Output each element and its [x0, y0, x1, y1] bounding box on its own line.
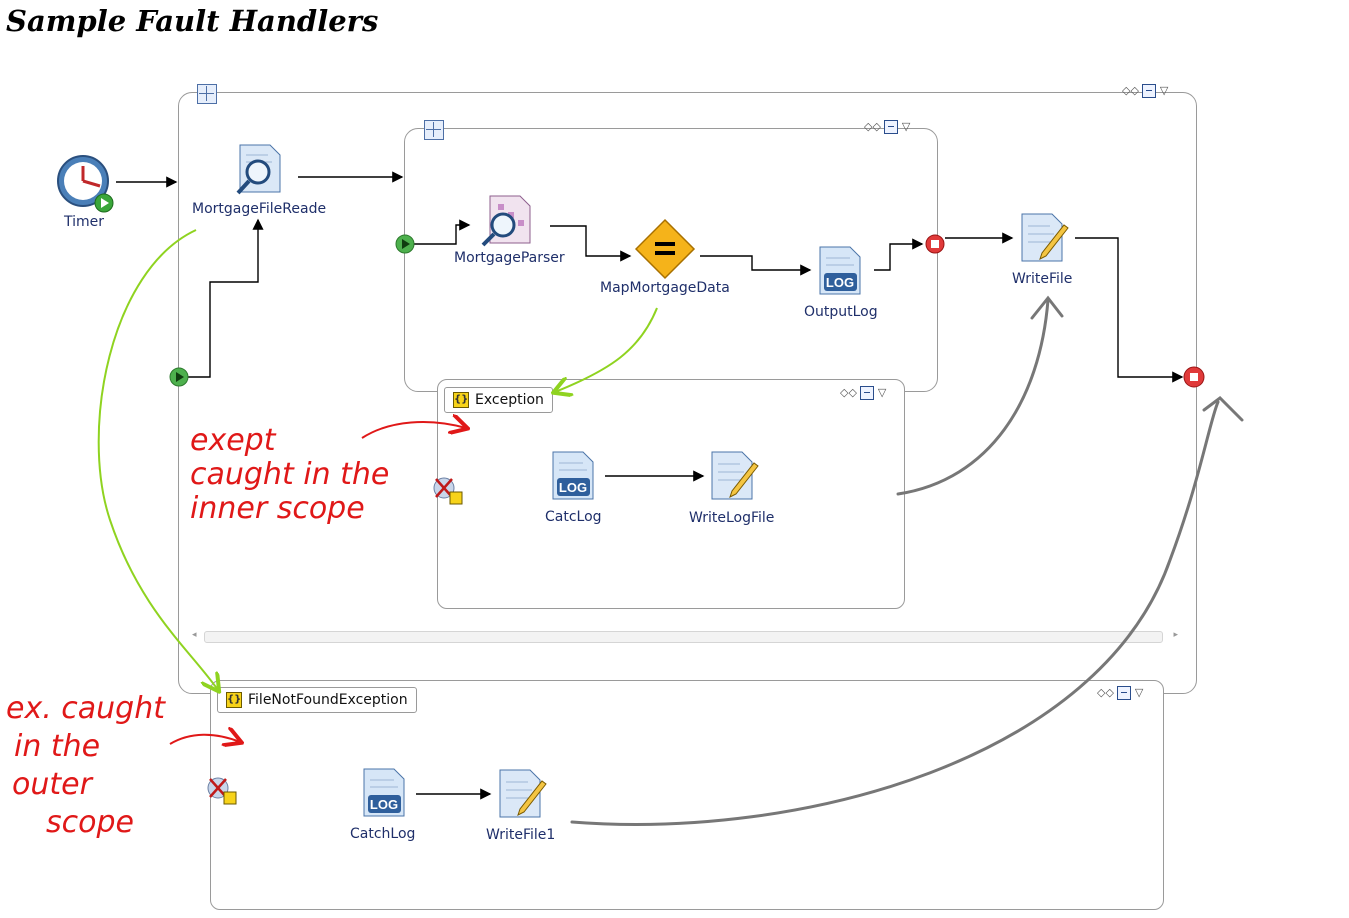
gray-arrow-inner-to-writefile [896, 298, 1050, 496]
outer-scope-controls[interactable]: ◇◇ ▽ [1122, 84, 1169, 98]
file-reader-icon[interactable] [236, 144, 281, 195]
output-log-icon[interactable] [819, 246, 861, 295]
inner-handler-label: Exception [475, 392, 544, 408]
inner-catch-marker-icon[interactable] [433, 477, 463, 505]
annotation-line: ex. caught [6, 691, 165, 726]
catch-log-label: CatchLog [350, 826, 416, 842]
outer-scope-scrollbar[interactable]: ◂ ▸ [192, 630, 1182, 643]
link-start-reader[interactable] [188, 218, 264, 378]
inner-handler-tag[interactable]: {} Exception [444, 387, 553, 413]
catch-icon: {} [453, 392, 469, 408]
inner-end-marker[interactable] [925, 234, 945, 254]
outer-scope-grid-icon[interactable] [197, 84, 217, 104]
write-file-label: WriteFile [1012, 271, 1073, 287]
scroll-right-arrow[interactable]: ▸ [1173, 630, 1178, 640]
parser-icon[interactable] [481, 195, 531, 247]
inner-start-marker[interactable] [395, 234, 415, 254]
outer-handler-tag[interactable]: {} FileNotFoundException [217, 687, 417, 713]
timer-clock-icon[interactable] [57, 155, 114, 213]
annotation-line: exept [190, 423, 276, 458]
inner-fault-handler [437, 379, 905, 609]
timer-label: Timer [64, 214, 105, 230]
scroll-track[interactable] [204, 631, 1163, 643]
catch-icon: {} [226, 692, 242, 708]
log-icon-text: LOG [559, 480, 587, 495]
catch-log-icon[interactable] [363, 768, 405, 817]
log-icon-text: LOG [826, 275, 854, 290]
annotation-line: scope [46, 805, 134, 840]
mortgage-parser-label: MortgageParser [454, 250, 565, 266]
inner-scope-annotation: exept caught in the inner scope [190, 424, 389, 526]
inner-scope-grid-icon[interactable] [424, 120, 444, 140]
outer-end-marker[interactable] [1183, 366, 1205, 388]
green-annotation-arrows [97, 229, 658, 690]
annotation-line: in the [14, 729, 101, 764]
collapse-icon[interactable] [1117, 686, 1132, 700]
gray-annotation-arrows [570, 295, 1244, 826]
write-log-file-label: WriteLogFile [689, 510, 775, 526]
red-arrow-inner-note [361, 422, 466, 439]
outer-handler-controls[interactable]: ◇◇ ▽ [1097, 686, 1144, 700]
map-mortgage-data-label: MapMortgageData [600, 280, 730, 296]
outer-handler-label: FileNotFoundException [248, 692, 408, 708]
link-map-outputlog[interactable] [700, 255, 812, 276]
link-inner-start-parser[interactable] [414, 219, 471, 245]
log-icon-text: LOG [370, 797, 398, 812]
red-annotation-arrows [169, 422, 466, 744]
outer-catch-marker-icon[interactable] [207, 777, 237, 805]
write-file-icon[interactable] [1021, 213, 1069, 262]
inner-handler-controls[interactable]: ◇◇ ▽ [840, 386, 887, 400]
link-parser-map[interactable] [550, 225, 632, 262]
mortgage-file-reader-label: MortgageFileReade [192, 201, 327, 217]
gray-arrow-head-1 [1030, 295, 1064, 320]
link-outputlog-end[interactable] [874, 238, 924, 271]
output-log-label: OutputLog [804, 304, 878, 320]
inner-scope-controls[interactable]: ◇◇ ▽ [864, 120, 911, 134]
mapper-icon[interactable] [634, 218, 696, 280]
gray-arrow-outer-to-end [570, 400, 1220, 826]
collapse-icon[interactable] [1142, 84, 1157, 98]
green-arrow-map-to-inner-handler [555, 307, 658, 392]
scroll-left-arrow[interactable]: ◂ [192, 630, 197, 640]
link-writefile-end[interactable] [1075, 237, 1184, 383]
catc-log-icon[interactable] [552, 451, 594, 500]
outer-scope-annotation: ex. caught in the outer scope [6, 690, 165, 842]
catc-log-label: CatcLog [545, 509, 602, 525]
page-title: Sample Fault Handlers [6, 4, 379, 38]
outer-start-marker[interactable] [169, 367, 189, 387]
red-arrow-outer-note [169, 735, 240, 744]
collapse-icon[interactable] [884, 120, 899, 134]
collapse-icon[interactable] [860, 386, 875, 400]
write-file1-label: WriteFile1 [486, 827, 556, 843]
flow-connectors [116, 171, 1184, 800]
annotation-line: outer [12, 767, 92, 802]
write-log-file-icon[interactable] [711, 451, 759, 500]
annotation-line: caught in the [190, 457, 390, 492]
gray-arrow-head-2 [1202, 396, 1244, 422]
write-file1-icon[interactable] [499, 769, 547, 818]
green-arrow-reader-to-outer-handler [97, 229, 218, 690]
annotation-line: inner scope [190, 491, 365, 526]
